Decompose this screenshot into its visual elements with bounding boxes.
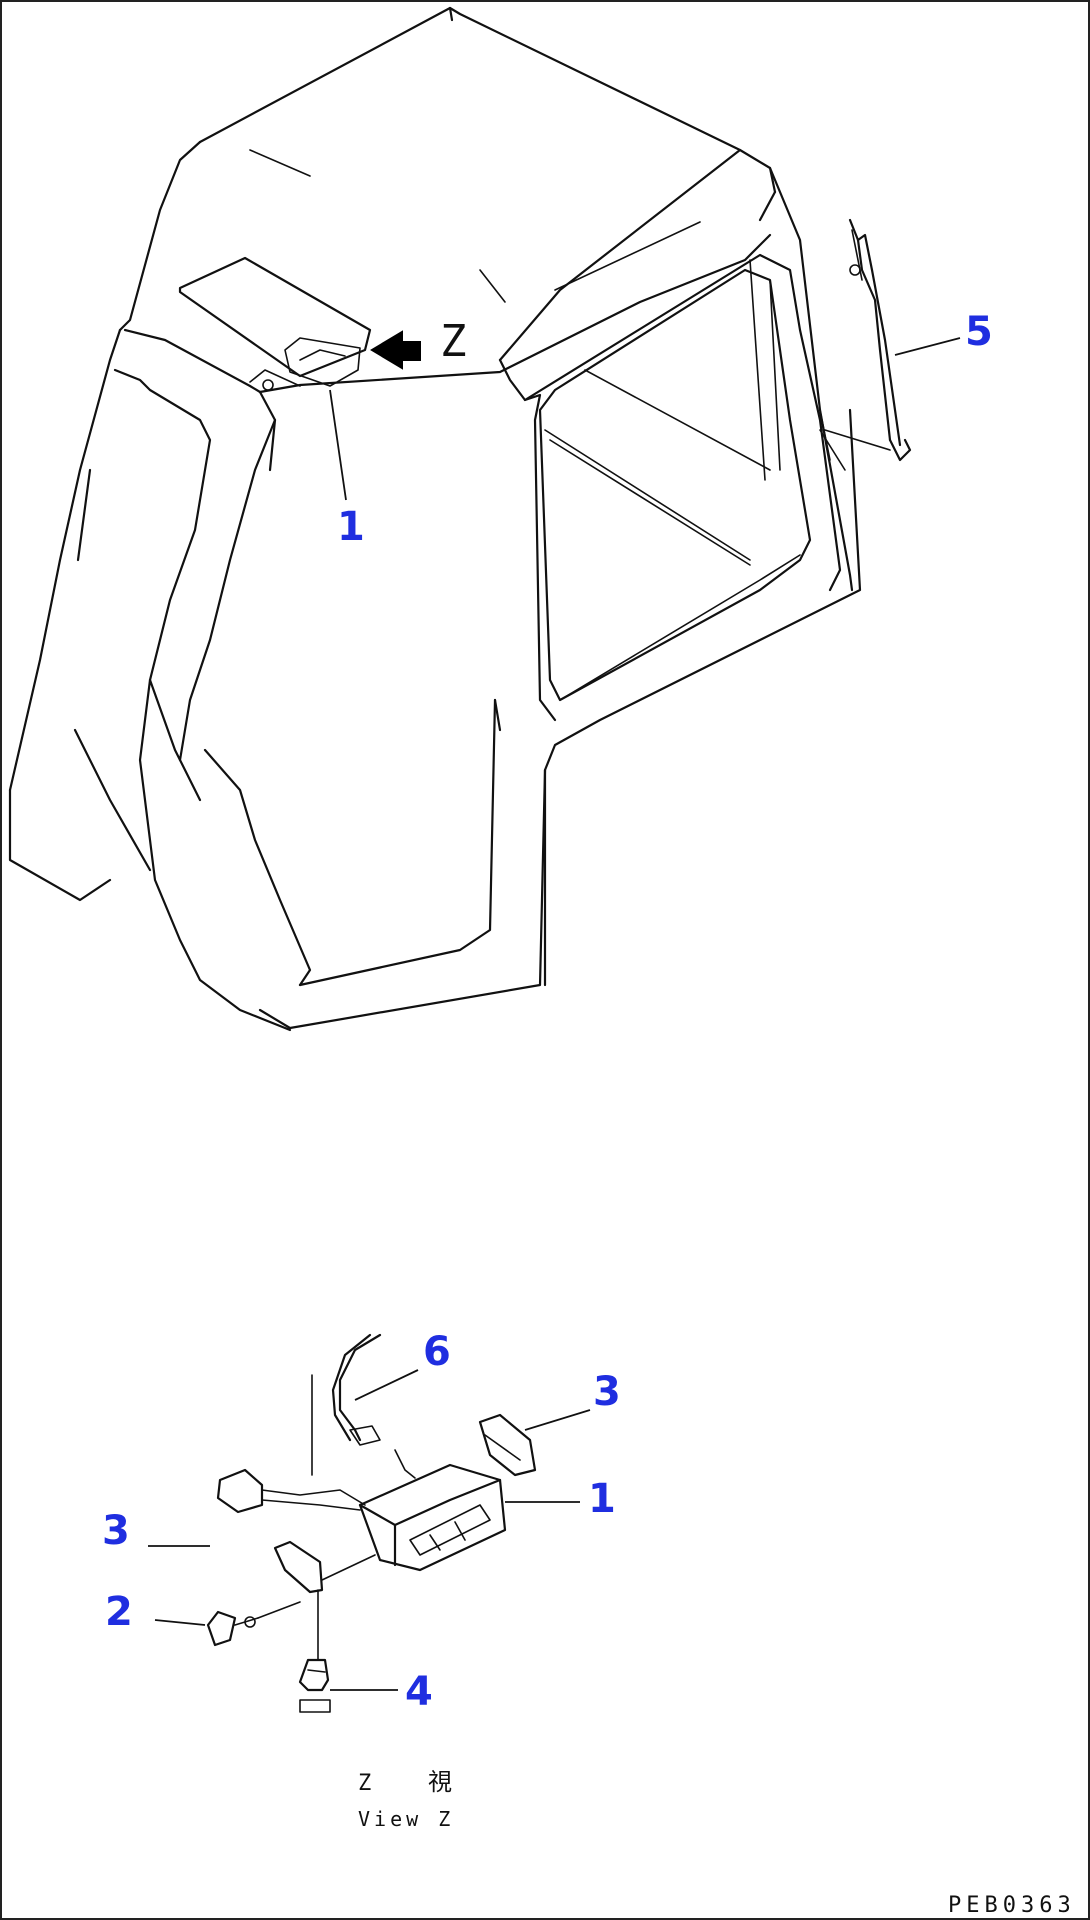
view-kanji: 視 <box>428 1768 452 1796</box>
view-arrow <box>370 330 421 370</box>
callout-1-top: 1 <box>337 504 365 550</box>
arrow-label: Z <box>440 316 467 367</box>
view-letter: Z <box>358 1771 371 1796</box>
callout-5-top: 5 <box>965 309 993 355</box>
callout-2-detail: 2 <box>105 1589 133 1635</box>
detail-view-z <box>206 1333 537 1713</box>
callout-1-detail: 1 <box>588 1476 616 1522</box>
callout-3-detail-left: 3 <box>102 1508 130 1554</box>
callout-3-detail-right: 3 <box>593 1369 621 1415</box>
drawing-code: PEB0363 <box>948 1893 1076 1918</box>
view-caption: View Z <box>358 1807 454 1831</box>
callout-6-detail: 6 <box>423 1329 451 1375</box>
callout-4-detail: 4 <box>405 1669 433 1715</box>
wiper-part-5 <box>824 218 912 462</box>
cab-illustration: Z <box>8 6 862 1032</box>
